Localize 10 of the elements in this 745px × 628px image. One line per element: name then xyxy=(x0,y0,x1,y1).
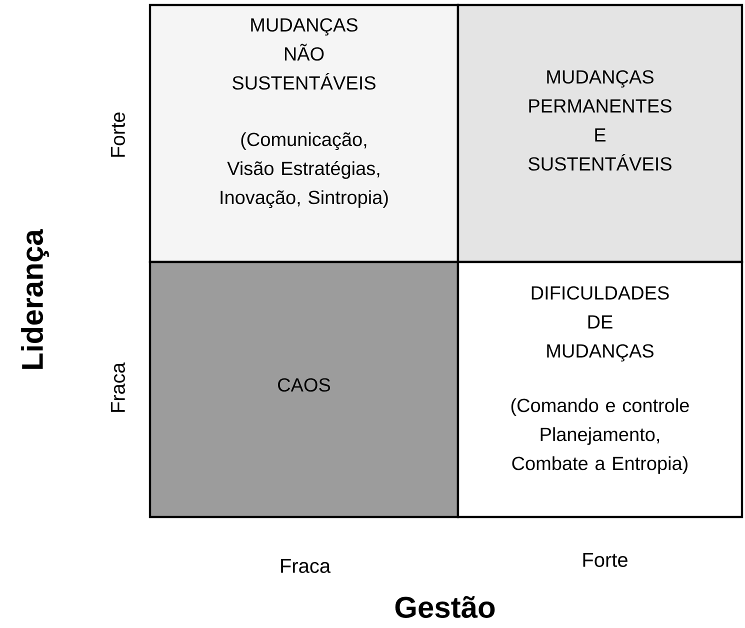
axis-label: Forte xyxy=(111,112,125,157)
quadrant-box: DIFICULDADES DE MUDANÇAS (Comando e controle Planejamento, Combate a Entropia) xyxy=(456,260,744,518)
quadrant-box: CAOS xyxy=(148,260,460,518)
axis-label: Fraca xyxy=(281,559,331,573)
axis-label: Forte xyxy=(583,553,628,567)
axis-title: Liderança xyxy=(21,228,49,369)
quadrant-box: MUDANÇAS NÃO SUSTENTÁVEIS (Comunicação, Visão Estratégias, Inovação, Sintropia) xyxy=(148,4,460,264)
axis-title: Gestão xyxy=(395,596,495,618)
axis-label: Fraca xyxy=(111,362,125,412)
quadrant-box: MUDANÇAS PERMANENTES E SUSTENTÁVEIS xyxy=(456,4,744,264)
